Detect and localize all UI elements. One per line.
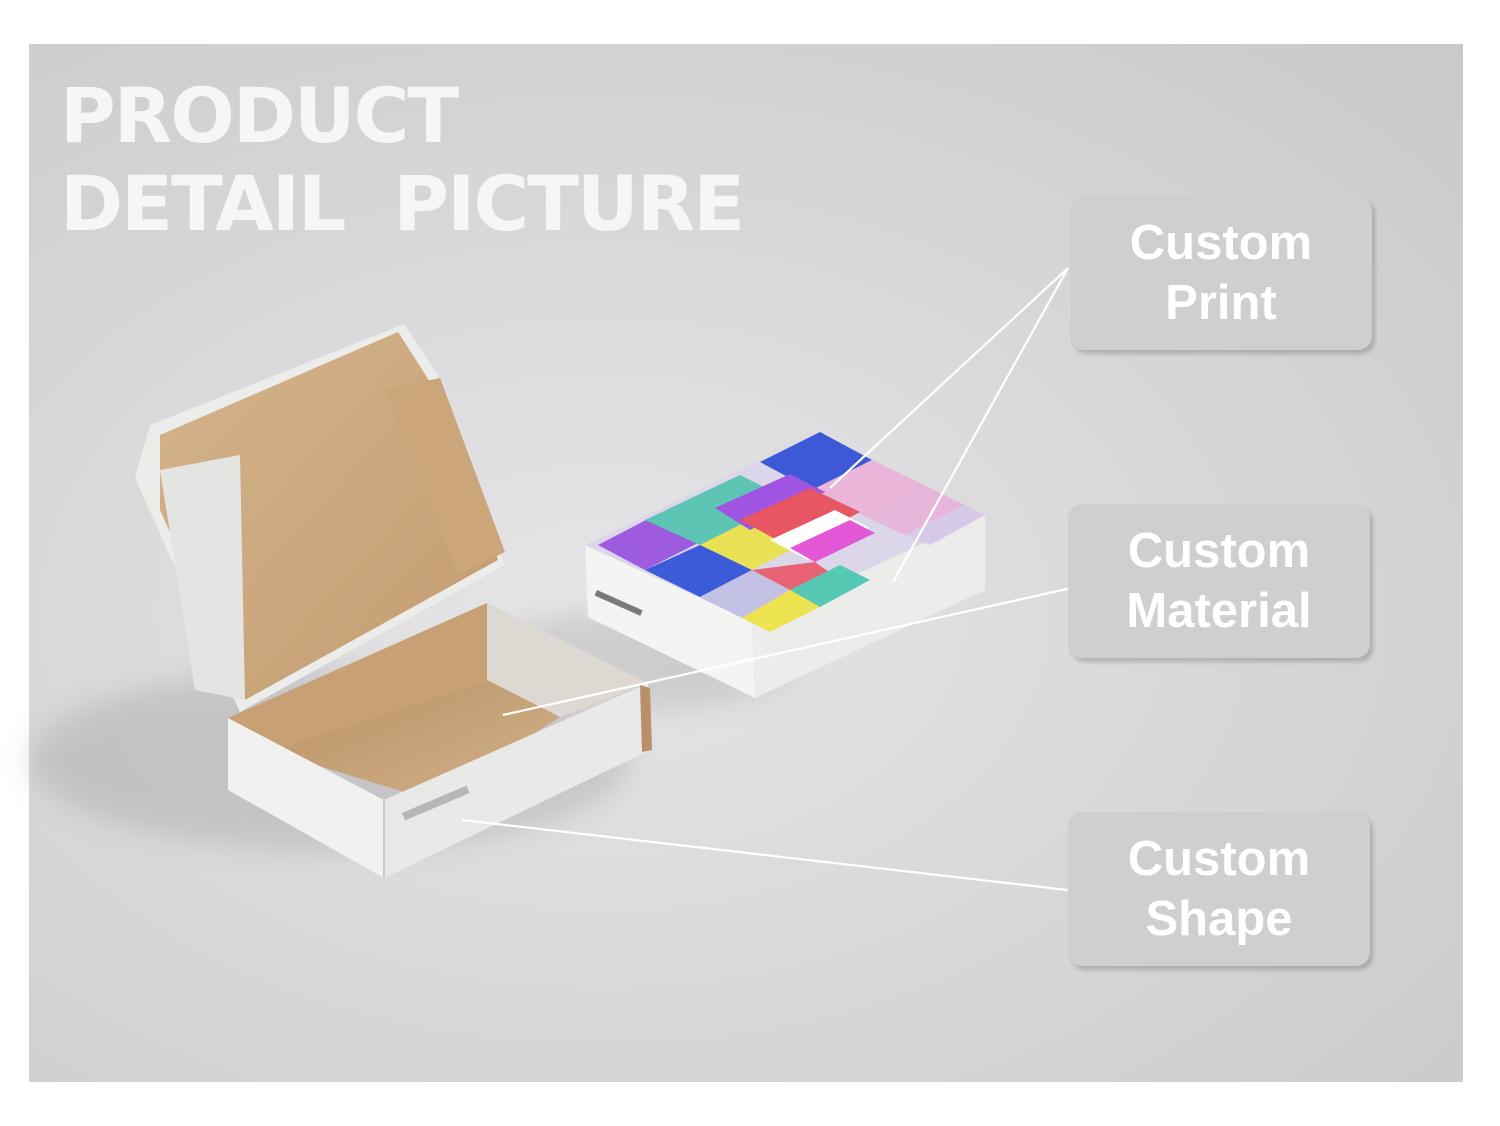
leader-print-1 [829,267,1069,489]
leader-shape [461,818,1086,894]
closed-box-front [585,545,755,698]
callout-line-1: Custom [1127,832,1311,886]
callout-custom-shape: Custom Shape [1068,812,1370,966]
open-mailer-box [135,324,652,878]
leader-print-2 [892,267,1069,583]
callout-custom-print: Custom Print [1070,196,1372,350]
closed-box-side [752,515,985,698]
leader-material [502,583,1086,717]
page-title-line-1: PRODUCT [60,71,459,160]
page-title-line-2: DETAIL PICTURE [60,159,745,248]
lid-side-tuck [160,455,245,700]
side-wall [384,683,650,878]
callout-line-2: Print [1165,276,1277,330]
callout-custom-material: Custom Material [1068,504,1370,658]
callout-line-1: Custom [1129,216,1313,270]
callout-line-2: Material [1126,584,1312,638]
front-wall [228,718,384,878]
callout-line-2: Shape [1145,892,1293,946]
corrugated-edge [640,685,652,752]
closed-box-logo-mark [594,590,643,616]
printed-logo-mark [402,785,470,821]
right-inner-wall [487,603,648,717]
lid-flap [385,378,505,575]
closed-printed-mailer-box [585,432,985,698]
callout-leader-lines [461,267,1086,894]
page-title: PRODUCT DETAIL PICTURE [60,71,745,248]
box-floor [282,680,560,800]
back-inner-wall [228,603,487,748]
callout-line-1: Custom [1127,524,1311,578]
